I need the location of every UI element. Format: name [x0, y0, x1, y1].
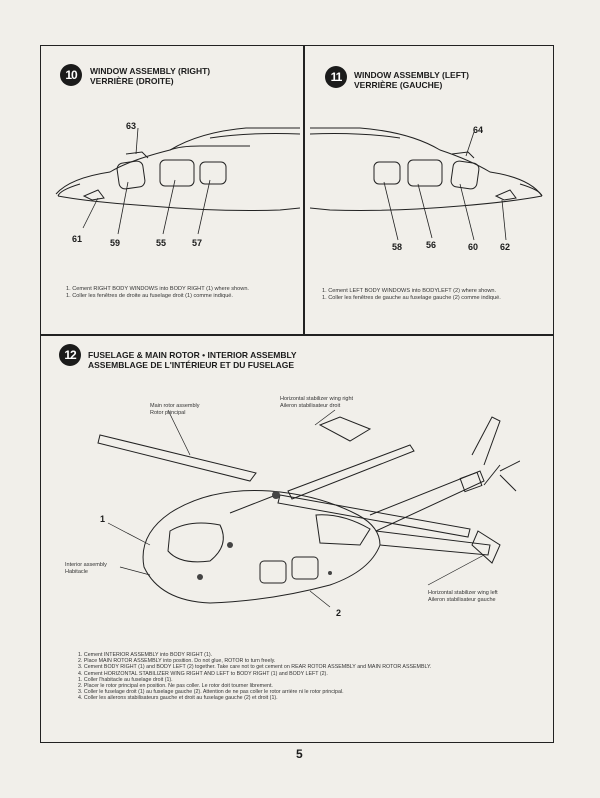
label-stab-left-fr: Aileron stabilisateur gauche	[428, 596, 496, 603]
step-11-title: WINDOW ASSEMBLY (LEFT) VERRIÈRE (GAUCHE)	[354, 70, 469, 90]
step-12-title-en: FUSELAGE & MAIN ROTOR • INTERIOR ASSEMBL…	[88, 350, 297, 360]
label-main-rotor-fr: Rotor principal	[150, 409, 186, 416]
callout-57: 57	[192, 238, 203, 248]
step-10-note-fr: 1. Coller les fenêtres de droite au fuse…	[66, 292, 233, 299]
callout-58: 58	[392, 242, 403, 252]
step-12-note-6: 2. Placer le rotor principal en position…	[78, 683, 273, 690]
label-stab-left-en: Horizontal stabilizer wing left	[428, 590, 498, 596]
step-12-note-1: 1. Cement INTERIOR ASSEMBLY into BODY RI…	[78, 652, 213, 658]
step-11-note-en: 1. Cement LEFT BODY WINDOWS into BODYLEF…	[322, 288, 497, 294]
step-12-badge: 12	[59, 344, 81, 366]
step-11-badge: 11	[325, 66, 347, 88]
step-12-notes: 1. Cement INTERIOR ASSEMBLY into BODY RI…	[78, 652, 431, 702]
label-stab-right-en: Horizontal stabilizer wing right	[280, 396, 354, 402]
step-12-note-5: 1. Coller l'habitacle au fuselage droit …	[78, 676, 173, 683]
step-11-note-fr: 1. Coller les fenêtres de gauche au fuse…	[322, 294, 501, 301]
horizontal-divider	[40, 334, 554, 336]
step-12-note-2: 2. Place MAIN ROTOR ASSEMBLY into positi…	[78, 658, 276, 665]
step-10-notes: 1. Cement RIGHT BODY WINDOWS into BODY R…	[66, 286, 249, 299]
left-window-diagram	[310, 127, 543, 241]
label-stab-right: Horizontal stabilizer wing right Aileron…	[280, 396, 353, 409]
step-11-title-fr: VERRIÈRE (GAUCHE)	[354, 80, 443, 90]
fuselage-assembly-diagram	[97, 409, 520, 608]
label-stab-right-fr: Aileron stabilisateur droit	[280, 402, 341, 409]
callout-56: 56	[426, 240, 437, 250]
callout-55: 55	[156, 238, 167, 248]
callout-59: 59	[110, 238, 121, 248]
callout-63: 63	[126, 121, 137, 131]
right-window-diagram	[55, 127, 300, 235]
page-number: 5	[296, 747, 303, 761]
callout-61: 61	[72, 234, 83, 244]
label-main-rotor: Main rotor assembly Rotor principal	[150, 403, 200, 416]
step-12-title-fr: ASSEMBLAGE DE L'INTÉRIEUR ET DU FUSELAGE	[88, 360, 295, 370]
step-10-badge: 10	[60, 64, 82, 86]
callout-1: 1	[100, 514, 106, 524]
step-12-title: FUSELAGE & MAIN ROTOR • INTERIOR ASSEMBL…	[88, 350, 297, 370]
vertical-divider	[303, 45, 305, 335]
callout-60: 60	[468, 242, 479, 252]
label-interior-en: Interior assembly	[65, 562, 107, 568]
step-11-title-en: WINDOW ASSEMBLY (LEFT)	[354, 70, 469, 80]
label-interior-fr: Habitacle	[65, 568, 88, 575]
step-12-note-7: 3. Coller le fuselage droit (1) au fusel…	[78, 689, 344, 696]
step-10-title: WINDOW ASSEMBLY (RIGHT) VERRIÈRE (DROITE…	[90, 66, 210, 86]
step-12-note-3: 3. Cement BODY RIGHT (1) and BODY LEFT (…	[78, 664, 432, 671]
instruction-frame	[40, 45, 554, 743]
callout-62: 62	[500, 242, 511, 252]
callout-64: 64	[473, 125, 484, 135]
label-stab-left: Horizontal stabilizer wing left Aileron …	[428, 590, 498, 603]
step-10-title-fr: VERRIÈRE (DROITE)	[90, 76, 174, 86]
callout-2: 2	[336, 608, 342, 618]
step-12-note-4: 4. Cement HORIZONTAL STABILIZER WING RIG…	[78, 670, 328, 677]
label-main-rotor-en: Main rotor assembly	[150, 403, 200, 409]
step-10-note-en: 1. Cement RIGHT BODY WINDOWS into BODY R…	[66, 286, 249, 292]
step-11-notes: 1. Cement LEFT BODY WINDOWS into BODYLEF…	[322, 288, 501, 301]
step-10-title-en: WINDOW ASSEMBLY (RIGHT)	[90, 66, 211, 76]
step-12-note-8: 4. Coller les ailerons stabilisateurs ga…	[78, 695, 278, 702]
label-interior: Interior assembly Habitacle	[65, 562, 107, 575]
